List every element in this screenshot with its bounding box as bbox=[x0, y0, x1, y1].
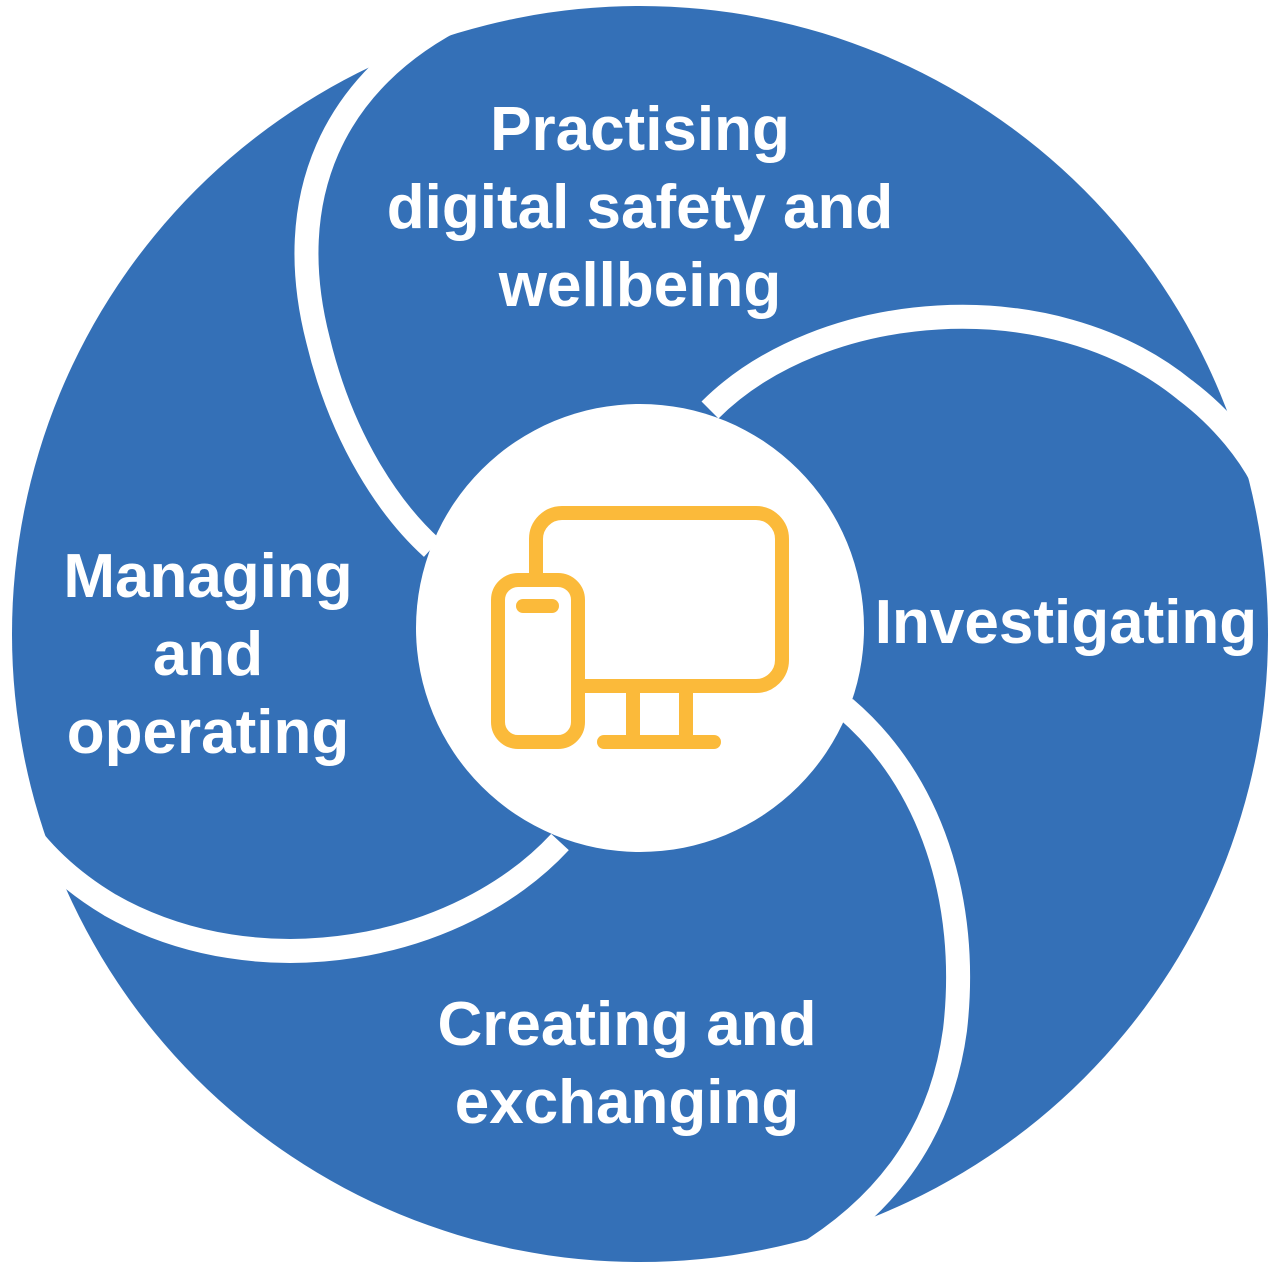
label-line: operating bbox=[67, 698, 349, 767]
label-line: and bbox=[153, 620, 263, 689]
label-line: digital safety and bbox=[387, 173, 893, 242]
label-line: exchanging bbox=[455, 1068, 800, 1137]
separator-bottom bbox=[793, 698, 971, 1268]
computer-and-phone-icon bbox=[491, 506, 789, 749]
label-line: Creating and bbox=[438, 990, 817, 1059]
label-practising: Practising digital safety and wellbeing bbox=[387, 95, 893, 320]
phone-body-shape bbox=[491, 573, 585, 749]
center-circle bbox=[416, 404, 864, 852]
label-creating: Creating and exchanging bbox=[438, 990, 817, 1137]
label-line: Investigating bbox=[875, 588, 1257, 657]
separator-top bbox=[294, 3, 471, 557]
label-line: Practising bbox=[490, 95, 790, 164]
swirl-separators bbox=[1, 3, 1273, 1268]
separator-right bbox=[701, 304, 1273, 484]
label-investigating: Investigating bbox=[875, 588, 1257, 657]
label-line: wellbeing bbox=[498, 251, 781, 320]
label-managing: Managing and operating bbox=[63, 542, 352, 767]
label-line: Managing bbox=[63, 542, 352, 611]
separator-left bbox=[1, 803, 569, 963]
